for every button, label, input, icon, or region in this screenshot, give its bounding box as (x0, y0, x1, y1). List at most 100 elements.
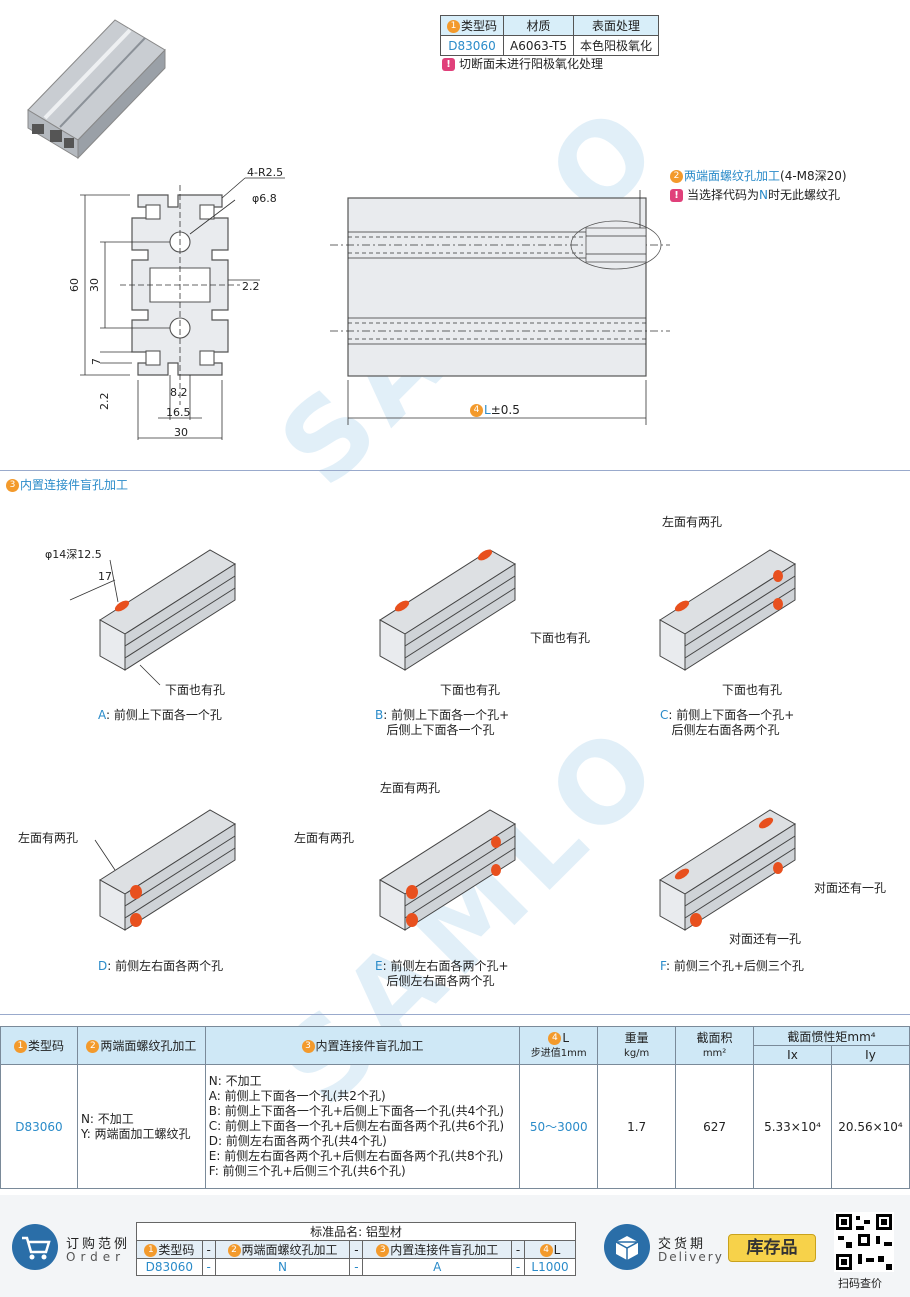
spec-cell-type: D83060 (0, 1064, 78, 1189)
warning-icon: ! (670, 189, 683, 202)
blind-option: F: 前侧三个孔+后侧三个孔(共6个孔) (208, 1164, 406, 1178)
order-dash: - (201, 1258, 216, 1276)
dim-30-v: 30 (88, 278, 101, 292)
variant-e-drawing (379, 809, 516, 931)
callout-d: 左面有两孔 (18, 831, 79, 845)
delivery-icon (604, 1224, 650, 1270)
cut-note: !切断面未进行阳极氧化处理 (442, 55, 603, 72)
blind-option: N: 不加工 (208, 1074, 262, 1088)
callout-c-2: 下面也有孔 (722, 683, 783, 697)
blind-option: C: 前侧上下面各一个孔+后侧左右面各两个孔(共6个孔) (208, 1119, 505, 1133)
spec-header-inertia: 截面惯性矩mm⁴ (753, 1026, 910, 1046)
spec-cell-L: 50～3000 (519, 1064, 599, 1189)
cell-material: A6063-T5 (503, 35, 574, 56)
dim-17: 17 (98, 570, 112, 583)
callout-b-2: 下面也有孔 (440, 683, 501, 697)
dim-60: 60 (68, 278, 81, 292)
delivery-label-cn: 交货期 (658, 1237, 707, 1252)
dim-hole: φ6.8 (252, 192, 277, 205)
spec-cell-weight: 1.7 (597, 1064, 677, 1189)
variant-c-caption: C: 前侧上下面各一个孔+ 后侧左右面各两个孔 (660, 708, 795, 737)
order-v-thread: N (214, 1258, 351, 1276)
variant-d-caption: D: 前侧左右面各两个孔 (98, 959, 224, 973)
order-label-cn: 订购范例 (66, 1237, 131, 1252)
warning-icon: ! (442, 58, 455, 71)
blind-option: A: 前侧上下面各一个孔(共2个孔) (208, 1089, 386, 1103)
spec-cell-area: 627 (675, 1064, 755, 1189)
order-dash: - (510, 1258, 526, 1276)
spec-header-iy: Iy (830, 1045, 910, 1065)
order-std-name: 标准品名: 铝型材 (136, 1222, 576, 1241)
dim-radius: 4-R2.5 (247, 166, 283, 179)
callout-c-1: 左面有两孔 (662, 515, 723, 529)
delivery-label-en: Delivery (658, 1250, 724, 1264)
variant-e-caption: E: 前侧左右面各两个孔+ 后侧左右面各两个孔 (375, 959, 509, 988)
order-label-en: Order (66, 1250, 126, 1264)
variant-b-caption: B: 前侧上下面各一个孔+ 后侧上下面各一个孔 (375, 708, 510, 737)
callout-e-2: 左面有两孔 (294, 831, 355, 845)
dim-hole-depth: φ14深12.5 (45, 548, 102, 561)
callout-e-1: 左面有两孔 (380, 781, 441, 795)
thread-note: !当选择代码为N时无此螺纹孔 (670, 186, 840, 203)
variant-a-caption: A: 前侧上下面各一个孔 (98, 708, 222, 722)
order-v-blind: A (362, 1258, 512, 1276)
variant-f-caption: F: 前侧三个孔+后侧三个孔 (660, 959, 804, 973)
spec-cell-blind: N: 不加工 A: 前侧上下面各一个孔(共2个孔) B: 前侧上下面各一个孔+后… (204, 1064, 521, 1189)
dim-2-2: 2.2 (242, 280, 260, 293)
callout-b-1: 下面也有孔 (530, 631, 591, 645)
blind-option: B: 前侧上下面各一个孔+后侧上下面各一个孔(共4个孔) (208, 1104, 504, 1118)
variant-a-drawing (69, 549, 236, 686)
side-view-drawing (330, 190, 670, 425)
dim-30-h: 30 (174, 426, 188, 439)
blind-option: E: 前侧左右面各两个孔+后侧左右面各两个孔(共8个孔) (208, 1149, 504, 1163)
qr-code (834, 1212, 894, 1272)
callout-a: 下面也有孔 (165, 683, 226, 697)
order-dash: - (510, 1240, 526, 1259)
spec-cell-ix: 5.33×10⁴ (753, 1064, 832, 1189)
cell-type: D83060 (439, 35, 505, 56)
order-dash: - (349, 1240, 364, 1259)
blind-option: D: 前侧左右面各两个孔(共4个孔) (208, 1134, 387, 1148)
order-dash: - (201, 1240, 216, 1259)
cart-icon (12, 1224, 58, 1270)
dim-8-2: 8.2 (170, 386, 188, 399)
header-surface: 表面处理 (572, 15, 659, 36)
cell-surface: 本色阳极氧化 (572, 35, 659, 56)
order-v-L: L1000 (524, 1258, 576, 1276)
variant-b-drawing (379, 549, 516, 671)
variant-d-drawing (94, 809, 236, 931)
stock-badge: 库存品 (728, 1234, 816, 1262)
product-photo (27, 19, 166, 160)
order-v-type: D83060 (136, 1258, 203, 1276)
variant-f-drawing (659, 809, 796, 931)
header-material: 材质 (503, 15, 574, 36)
spec-header-ix: Ix (753, 1045, 832, 1065)
callout-f-1: 对面还有一孔 (814, 881, 887, 895)
cross-section-drawing: 60 30 2.2 7 2.2 8.2 16.5 30 4-R2.5 φ6.8 (68, 166, 285, 440)
order-dash: - (349, 1258, 364, 1276)
callout-f-2: 对面还有一孔 (729, 932, 802, 946)
variant-c-drawing (659, 549, 796, 671)
spec-cell-iy: 20.56×10⁴ (830, 1064, 910, 1189)
qr-caption: 扫码查价 (838, 1277, 882, 1290)
dim-2-2-b: 2.2 (98, 393, 111, 411)
